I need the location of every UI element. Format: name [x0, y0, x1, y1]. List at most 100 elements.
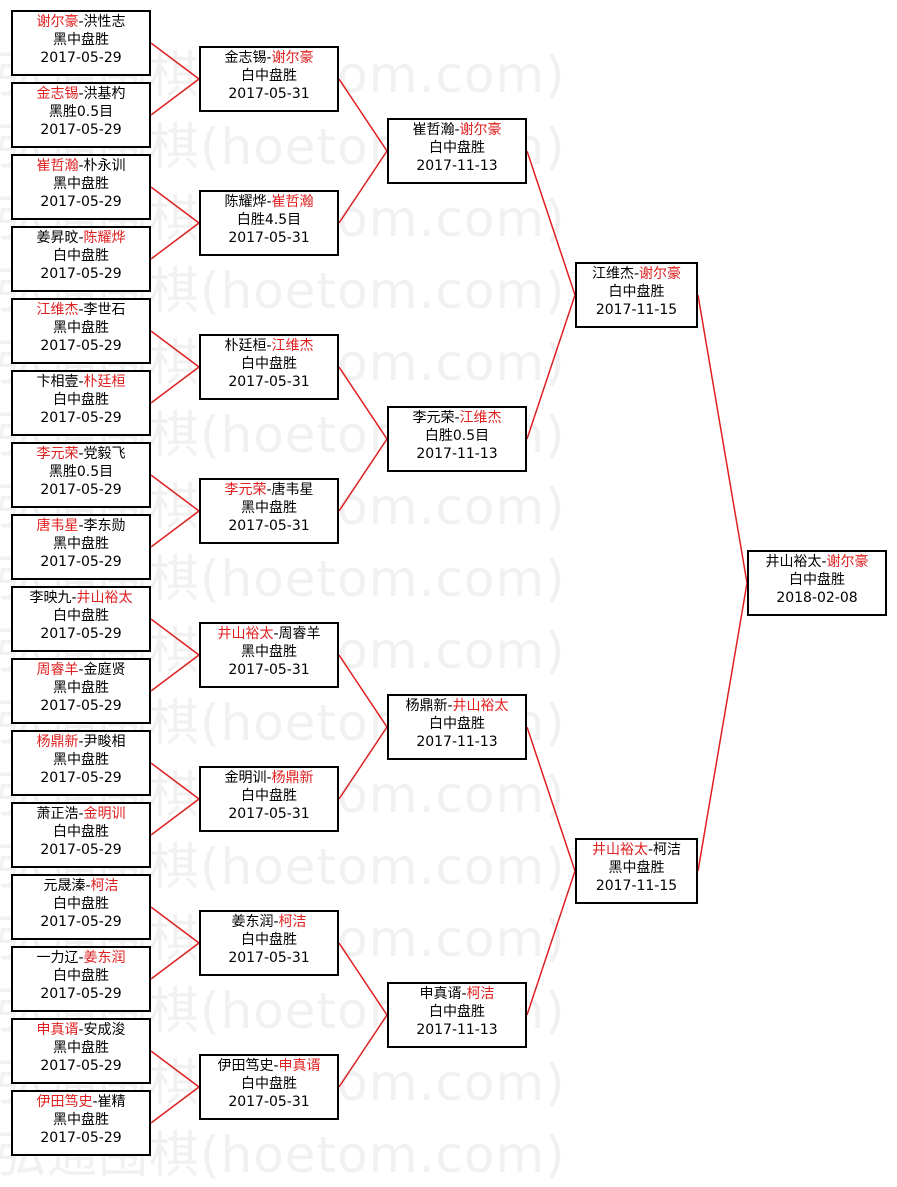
- match-players: 金志锡-洪基杓: [13, 85, 149, 103]
- connector-r1-15: [150, 1050, 200, 1088]
- vs-separator: -: [266, 770, 272, 786]
- connector-r2-4: [338, 438, 388, 512]
- vs-separator: -: [78, 518, 84, 534]
- connector-r1-14: [150, 942, 200, 980]
- connector-r2-5: [338, 654, 388, 728]
- match-result: 白胜0.5目: [424, 428, 490, 444]
- match-date: 2017-05-31: [228, 86, 310, 102]
- match-players: 一力辽-姜东润: [13, 949, 149, 967]
- vs-separator: -: [273, 1058, 279, 1074]
- match-result: 白中盘胜: [608, 284, 665, 300]
- player-white: 姜东润: [83, 950, 126, 966]
- player-black: 杨鼎新: [36, 734, 79, 750]
- match-result: 白中盘胜: [241, 1076, 297, 1092]
- vs-separator: -: [78, 662, 84, 678]
- player-white: 江维杰: [459, 410, 502, 426]
- connector-r1-13: [150, 906, 200, 944]
- player-black: 金志锡: [224, 50, 267, 66]
- player-black: 伊田笃史: [217, 1058, 274, 1074]
- match-date: 2017-05-29: [40, 50, 122, 66]
- player-white: 崔哲瀚: [271, 194, 314, 210]
- match-result: 黑中盘胜: [53, 1040, 109, 1056]
- player-black: 崔哲瀚: [36, 158, 79, 174]
- match-result: 黑中盘胜: [53, 32, 109, 48]
- connector-r3-3: [526, 726, 576, 872]
- vs-separator: -: [266, 338, 272, 354]
- connector-r1-2: [150, 78, 200, 116]
- match-players: 江维杰-谢尔豪: [577, 265, 696, 283]
- connector-r1-11: [150, 762, 200, 800]
- match-players: 崔哲瀚-朴永训: [13, 157, 149, 175]
- match-result: 白中盘胜: [241, 356, 297, 372]
- vs-separator: -: [78, 86, 84, 102]
- match-players: 李元荣-唐韦星: [201, 481, 337, 499]
- player-black: 朴廷桓: [224, 338, 267, 354]
- player-white: 洪基杓: [83, 86, 126, 102]
- vs-separator: -: [78, 230, 84, 246]
- match-date: 2017-05-29: [40, 122, 122, 138]
- match-players: 萧正浩-金明训: [13, 805, 149, 823]
- match-result: 白中盘胜: [53, 248, 109, 264]
- vs-separator: -: [266, 482, 272, 498]
- match-players: 崔哲瀚-谢尔豪: [389, 121, 525, 139]
- player-white: 朴廷桓: [83, 374, 126, 390]
- match-result: 白中盘胜: [241, 68, 297, 84]
- connector-r1-3: [150, 186, 200, 224]
- match-date: 2017-05-29: [40, 482, 122, 498]
- match-players: 伊田笃史-崔精: [13, 1093, 149, 1111]
- player-white: 谢尔豪: [639, 266, 682, 282]
- connector-r1-4: [150, 222, 200, 260]
- connector-r1-6: [150, 366, 200, 404]
- player-white: 杨鼎新: [271, 770, 314, 786]
- match-date: 2017-05-29: [40, 338, 122, 354]
- match-date: 2017-05-29: [40, 410, 122, 426]
- player-black: 卞相壹: [36, 374, 79, 390]
- match-date: 2017-05-31: [228, 230, 310, 246]
- match-result: 黑中盘胜: [53, 176, 109, 192]
- player-white: 金庭贤: [83, 662, 126, 678]
- player-black: 杨鼎新: [405, 698, 448, 714]
- player-black: 井山裕太: [591, 842, 648, 858]
- match-result: 白中盘胜: [53, 608, 109, 624]
- vs-separator: -: [461, 986, 467, 1002]
- match-result: 黑中盘胜: [241, 644, 297, 660]
- player-white: 柯洁: [90, 878, 119, 894]
- match-date: 2017-11-13: [416, 734, 498, 750]
- player-black: 江维杰: [36, 302, 79, 318]
- match-result: 黑中盘胜: [53, 680, 109, 696]
- vs-separator: -: [454, 410, 460, 426]
- match-players: 井山裕太-柯洁: [577, 841, 696, 859]
